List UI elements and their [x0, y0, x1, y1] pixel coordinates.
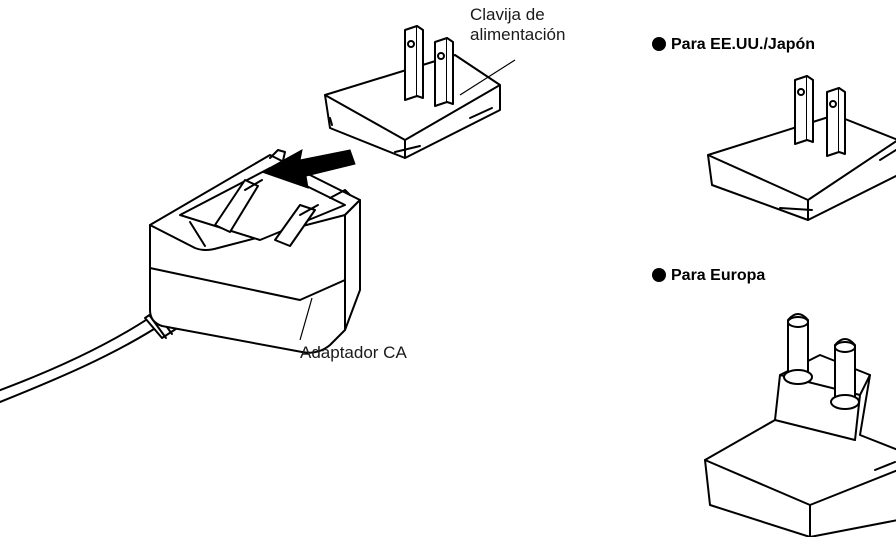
us-japan-plug: [707, 75, 896, 221]
adapter-label: Adaptador CA: [300, 343, 407, 362]
power-plug: [324, 25, 501, 159]
plug-label-line1: Clavija de: [470, 5, 545, 24]
plug-leader-line: [459, 59, 516, 96]
bullet-icon: [652, 37, 666, 51]
insert-arrow: A: [260, 149, 356, 189]
usa-japan-header: Para EE.UU./Japón: [652, 35, 815, 55]
arrow-letter: A: [274, 170, 285, 179]
usa-japan-label: Para EE.UU./Japón: [671, 36, 816, 53]
ac-adapter: [149, 149, 361, 354]
plug-label: Clavija de alimentación: [470, 5, 565, 45]
europe-label: Para Europa: [671, 267, 766, 284]
adapter-leader-line: [299, 297, 313, 341]
leader-lines: [299, 59, 516, 341]
europe-header: Para Europa: [652, 266, 765, 286]
bullet-icon: [652, 268, 666, 282]
europe-plug: [704, 313, 896, 537]
plug-label-line2: alimentación: [470, 25, 566, 44]
